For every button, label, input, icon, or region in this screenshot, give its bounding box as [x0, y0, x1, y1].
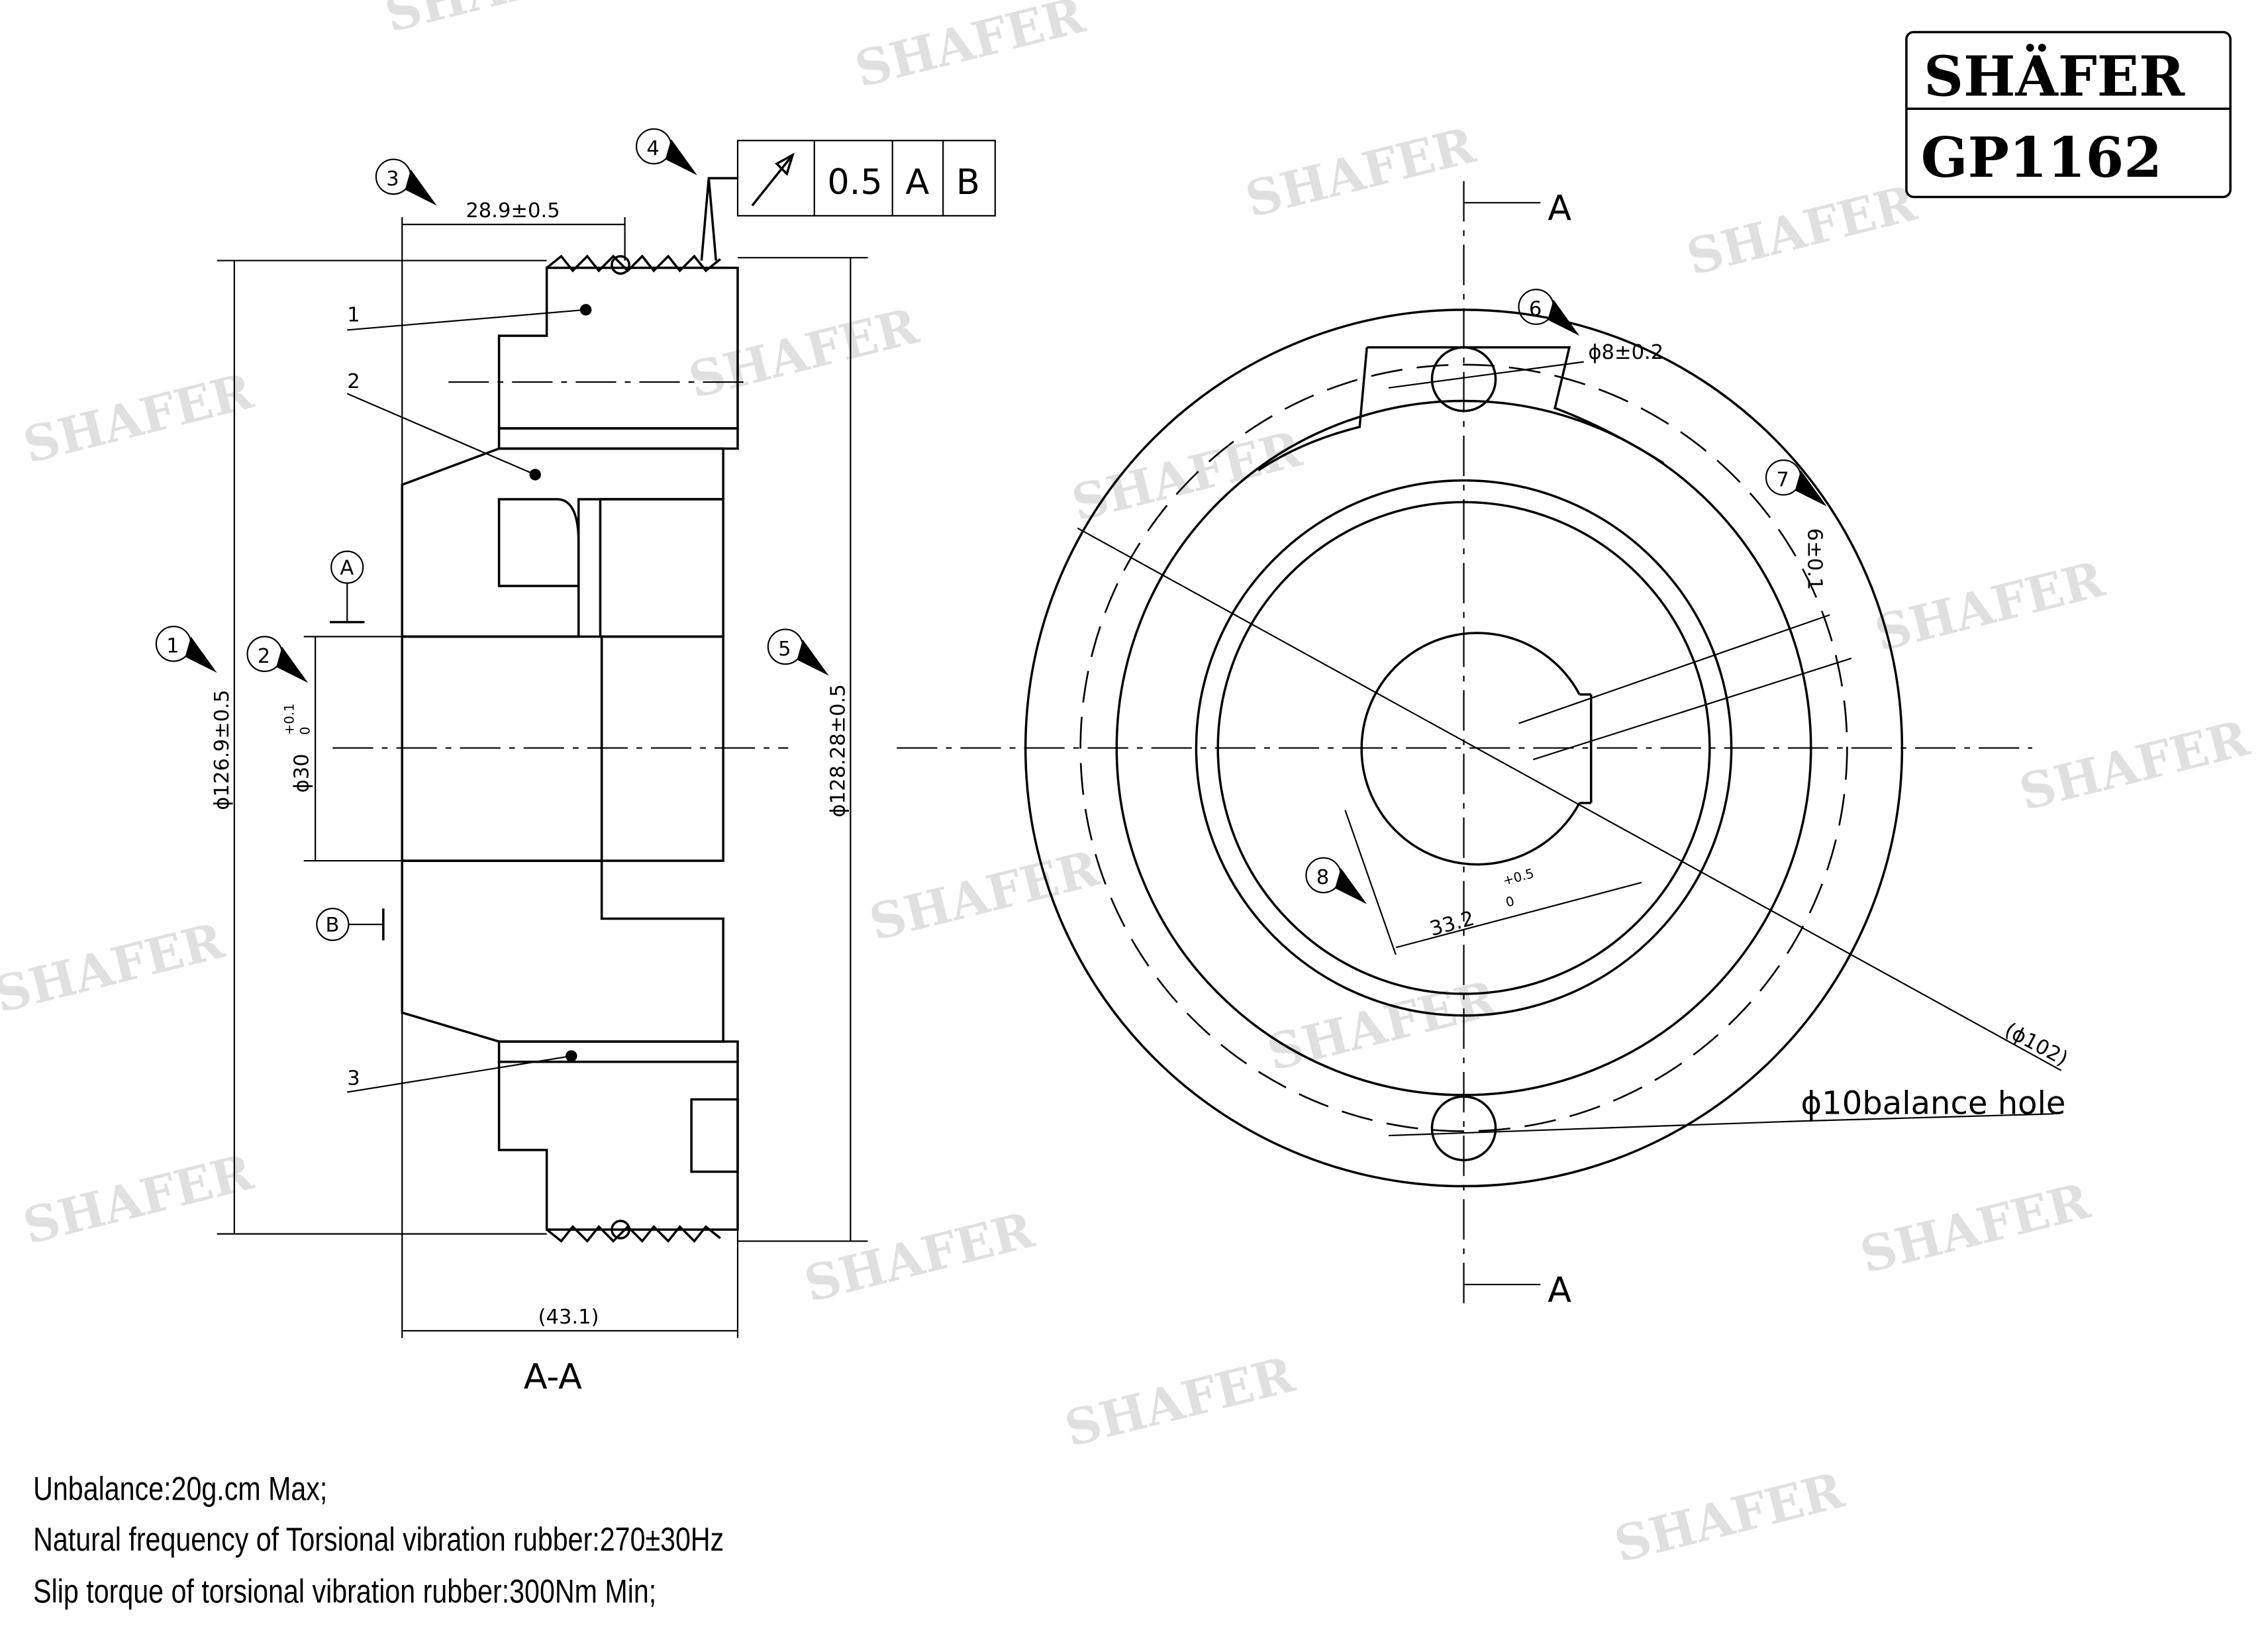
section-mark-bottom: A	[1548, 1270, 1571, 1310]
watermark: SHAFER	[1059, 1345, 1300, 1458]
bore-tolerance-upper: +0.1	[281, 703, 297, 735]
watermark: SHAFER	[1681, 173, 1922, 287]
callout-1: 1	[155, 626, 217, 673]
part-label-3: 3	[347, 1067, 360, 1090]
bore-tolerance-lower: 0	[297, 727, 313, 736]
watermark: SHAFER	[683, 297, 924, 410]
callout-7: 7	[1765, 459, 1827, 507]
svg-text:8: 8	[1316, 866, 1329, 889]
key-depth-dimension: 33.2	[1427, 907, 1477, 941]
brand-logo: SHÄFER	[1924, 44, 2185, 109]
watermark: SHAFER	[1608, 1461, 1849, 1574]
callout-8: 8	[1305, 857, 1367, 904]
callout-2: 2	[246, 636, 309, 683]
section-view: 28.9±0.5 (43.1) ϕ126.9±0.5 ϕ128.28±0.5 ϕ…	[211, 140, 996, 1397]
notes: Unbalance:20g.cm Max; Natural frequency …	[33, 1470, 724, 1610]
watermark: SHAFER	[379, 0, 620, 44]
balance-hole-label: ϕ10balance hole	[1800, 1085, 2065, 1122]
rim-diameter-dimension: ϕ128.28±0.5	[827, 684, 850, 817]
bore-diameter-dimension: ϕ30	[290, 753, 313, 793]
callout-3: 3	[375, 158, 437, 206]
key-width-dimension: 6±0.1	[1802, 528, 1826, 591]
svg-text:1: 1	[166, 635, 179, 658]
title-block: SHÄFER GP1162	[1905, 30, 2232, 199]
svg-text:6: 6	[1529, 298, 1542, 321]
hole-diameter-dimension: ϕ8±0.2	[1588, 341, 1663, 364]
fcf-datum-b: B	[956, 162, 980, 203]
callouts: 1 2 3 4 5 6 7 8	[155, 128, 1827, 904]
watermark: SHAFER	[1066, 419, 1307, 532]
callout-6: 6	[1518, 289, 1580, 336]
watermark: SHAFER	[1855, 1171, 2096, 1284]
note-unbalance: Unbalance:20g.cm Max;	[33, 1470, 327, 1508]
outer-diameter-dimension: ϕ126.9±0.5	[211, 690, 234, 810]
watermark: SHAFER	[799, 1200, 1040, 1314]
watermark: SHAFER	[18, 362, 259, 475]
width-dimension: 28.9±0.5	[466, 199, 560, 222]
fcf-datum-a: A	[905, 162, 929, 203]
svg-text:3: 3	[386, 168, 399, 191]
overall-width-dimension: (43.1)	[538, 1306, 599, 1329]
watermark: SHAFER	[1869, 550, 2110, 663]
runout-arrow-icon	[751, 152, 795, 207]
key-tolerance-lower: 0	[1504, 893, 1516, 910]
watermark: SHAFER	[0, 911, 230, 1024]
svg-text:2: 2	[258, 645, 270, 668]
watermarks: SHAFER SHAFER SHAFER SHAFER SHAFER SHAFE…	[0, 0, 2255, 1574]
svg-text:7: 7	[1776, 468, 1789, 491]
pcd-dimension: (ϕ102)	[2001, 1018, 2072, 1071]
datum-a: A	[340, 557, 354, 580]
watermark: SHAFER	[1240, 116, 1481, 229]
fcf-tolerance: 0.5	[827, 162, 882, 203]
datum-b: B	[325, 914, 339, 937]
part-label-1: 1	[347, 303, 360, 326]
svg-text:5: 5	[778, 638, 791, 661]
front-view: A A ϕ8±0.2 (ϕ102) 6±0.1 33.2 +0.5 0 ϕ10b…	[897, 181, 2071, 1310]
watermark: SHAFER	[1261, 969, 1503, 1082]
watermark: SHAFER	[850, 0, 1091, 99]
section-label: A-A	[524, 1357, 582, 1397]
feature-control-frame: 0.5 A B	[700, 140, 996, 261]
part-number: GP1162	[1921, 125, 2162, 190]
section-mark-top: A	[1548, 188, 1571, 228]
key-tolerance-upper: +0.5	[1501, 865, 1536, 889]
callout-5: 5	[767, 628, 829, 676]
note-natural-frequency: Natural frequency of Torsional vibration…	[33, 1520, 724, 1558]
watermark: SHAFER	[18, 1142, 259, 1255]
svg-text:4: 4	[646, 137, 659, 160]
note-slip-torque: Slip torque of torsional vibration rubbe…	[33, 1572, 656, 1610]
watermark: SHAFER	[2014, 708, 2255, 822]
watermark: SHAFER	[864, 839, 1105, 952]
part-label-2: 2	[347, 370, 360, 393]
callout-4: 4	[636, 128, 697, 175]
